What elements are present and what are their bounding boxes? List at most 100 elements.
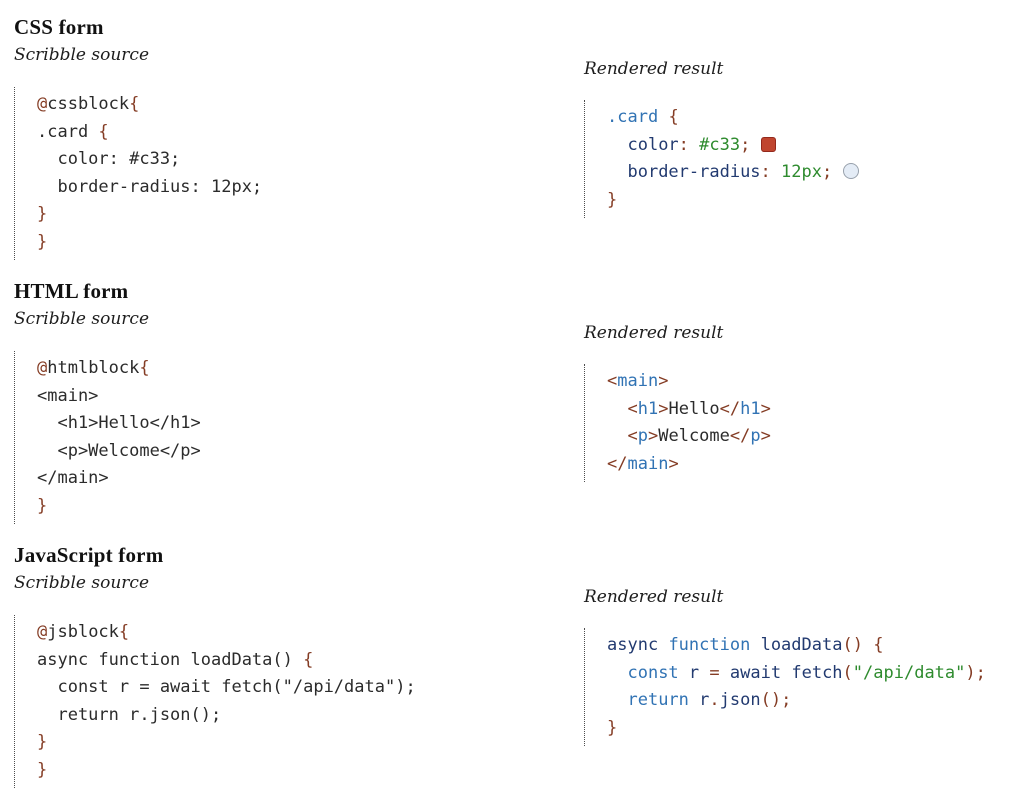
- code-token: :: [678, 134, 689, 155]
- code-token: >: [668, 453, 679, 474]
- code-token: [607, 426, 627, 446]
- css-rendered-column: Rendered result .card { color: #c33; bor…: [584, 14, 1024, 260]
- code-token: {: [139, 358, 150, 378]
- js-form-heading: JavaScript form: [14, 543, 164, 567]
- code-token: @: [37, 94, 48, 114]
- code-token: border-radius: 12px;: [37, 176, 263, 197]
- code-token: [607, 162, 627, 182]
- code-token: 12px: [781, 162, 822, 182]
- code-token: {: [668, 107, 679, 127]
- code-token: @: [37, 622, 48, 642]
- code-token: "/api/data": [852, 662, 966, 683]
- code-token: {: [129, 94, 140, 114]
- code-token: [750, 135, 760, 155]
- code-token: </main>: [37, 468, 109, 488]
- code-token: ;: [975, 662, 986, 683]
- css-form-heading: CSS form: [14, 15, 104, 39]
- code-token: fetch: [791, 662, 843, 683]
- code-token: const: [627, 662, 679, 683]
- code-token: [750, 635, 760, 655]
- code-token: p: [637, 426, 648, 446]
- code-token: jsblock: [47, 622, 119, 642]
- code-token: r: [688, 662, 700, 683]
- code-token: ;: [740, 134, 751, 155]
- code-token: r: [699, 690, 710, 710]
- code-token: }: [37, 759, 48, 780]
- html-form-heading: HTML form: [14, 279, 129, 303]
- html-rendered-code-block: <main> <h1>Hello</h1> <p>Welcome</p> </m…: [584, 364, 1024, 482]
- code-token: <main>: [37, 385, 99, 406]
- code-token: (): [842, 635, 863, 655]
- js-rendered-code-block: async function loadData() { const r = aw…: [584, 628, 1024, 746]
- css-rendered-label: Rendered result: [584, 59, 724, 79]
- css-source-column: CSS form Scribble source @cssblock{ .car…: [14, 14, 584, 260]
- code-token: main: [617, 371, 659, 391]
- code-token: }: [607, 189, 618, 210]
- section-html-form: HTML form Scribble source @htmlblock{ <m…: [14, 278, 1024, 524]
- code-token: [699, 663, 709, 683]
- code-token: [607, 690, 627, 710]
- js-source-code-block: @jsblock{ async function loadData() { co…: [14, 615, 584, 788]
- code-token: [607, 135, 627, 155]
- html-rendered-label: Rendered result: [584, 323, 724, 343]
- code-token: [832, 162, 842, 182]
- code-token: color: [627, 134, 679, 155]
- code-token: >: [647, 426, 659, 446]
- code-token: .card: [37, 121, 99, 142]
- code-token: [679, 663, 689, 683]
- code-token: loadData: [760, 635, 843, 655]
- code-token: .: [709, 690, 720, 710]
- html-source-column: HTML form Scribble source @htmlblock{ <m…: [14, 278, 584, 524]
- code-token: >: [760, 398, 771, 419]
- code-token: return: [627, 690, 689, 710]
- code-token: >: [658, 398, 669, 419]
- code-token: }: [37, 231, 48, 252]
- code-token: [607, 663, 627, 683]
- code-token: const r = await fetch("/api/data");: [37, 677, 416, 697]
- code-token: .card: [607, 107, 659, 127]
- html-rendered-column: Rendered result <main> <h1>Hello</h1> <p…: [584, 278, 1024, 524]
- section-css-form: CSS form Scribble source @cssblock{ .car…: [14, 14, 1024, 260]
- code-token: Hello: [668, 398, 720, 419]
- code-token: p: [750, 426, 761, 446]
- code-token: {: [303, 649, 314, 670]
- color-swatch-red: [760, 136, 776, 152]
- js-source-column: JavaScript form Scribble source @jsblock…: [14, 542, 584, 788]
- code-token: @: [37, 358, 48, 378]
- code-token: <p>Welcome</p>: [37, 440, 201, 461]
- code-token: Welcome: [658, 426, 730, 446]
- code-token: [771, 162, 781, 182]
- code-token: [720, 663, 730, 683]
- code-token: >: [760, 426, 771, 446]
- code-token: [658, 107, 668, 127]
- code-token: #c33: [699, 134, 741, 155]
- code-token: ;: [781, 690, 792, 710]
- js-rendered-column: Rendered result async function loadData(…: [584, 542, 1024, 788]
- code-token: htmlblock: [47, 358, 140, 378]
- code-token: {: [118, 622, 130, 642]
- code-token: <: [607, 371, 618, 391]
- code-token: [689, 690, 699, 710]
- html-source-code-block: @htmlblock{ <main> <h1>Hello</h1> <p>Wel…: [14, 351, 584, 524]
- html-source-label: Scribble source: [14, 309, 150, 329]
- code-token: <: [627, 398, 638, 419]
- code-token: (: [842, 662, 853, 683]
- code-token: main: [627, 453, 669, 474]
- code-token: {: [873, 635, 884, 655]
- code-token: cssblock: [47, 94, 130, 114]
- code-token: json: [719, 690, 761, 710]
- code-token: async: [607, 635, 659, 655]
- code-token: ): [965, 662, 976, 683]
- js-rendered-label: Rendered result: [584, 587, 724, 607]
- code-token: <h1>Hello</h1>: [37, 413, 201, 433]
- code-token: async function loadData(): [37, 649, 304, 670]
- code-token: =: [709, 662, 720, 683]
- css-source-label: Scribble source: [14, 45, 150, 65]
- code-token: </: [607, 453, 628, 474]
- code-token: [781, 663, 791, 683]
- code-token: [863, 635, 873, 655]
- code-token: </: [719, 398, 741, 419]
- code-token: <: [627, 426, 638, 446]
- css-source-code-block: @cssblock{ .card { color: #c33; border-r…: [14, 87, 584, 260]
- code-token: }: [37, 495, 48, 516]
